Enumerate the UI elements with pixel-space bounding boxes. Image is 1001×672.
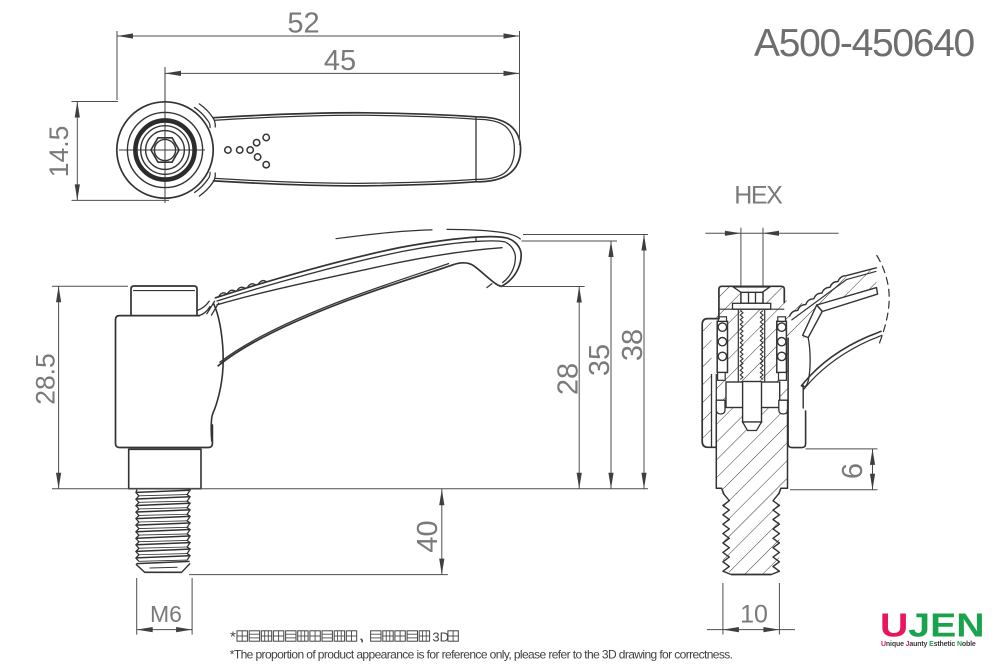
svg-text:28.5: 28.5 [31,353,61,405]
svg-text:HEX: HEX [734,182,783,210]
svg-text:14.5: 14.5 [44,126,74,178]
svg-text:40: 40 [412,520,444,552]
svg-text:*: * [230,629,236,646]
svg-text:35: 35 [584,344,616,376]
svg-text:52: 52 [287,8,319,40]
svg-text:A500-450640: A500-450640 [754,22,975,65]
svg-text:28: 28 [553,363,585,395]
svg-text:6: 6 [837,463,869,479]
svg-text:38: 38 [617,329,649,361]
svg-text:Unique Jaunty Esthetic Noble: Unique Jaunty Esthetic Noble [881,641,976,648]
svg-text:10: 10 [740,601,768,629]
svg-text:UJEN: UJEN [880,606,985,644]
svg-text:*The proportion of product app: *The proportion of product appearance is… [230,648,733,662]
svg-text:M6: M6 [150,601,182,627]
svg-text:3D: 3D [432,630,449,645]
svg-text:45: 45 [324,45,356,77]
